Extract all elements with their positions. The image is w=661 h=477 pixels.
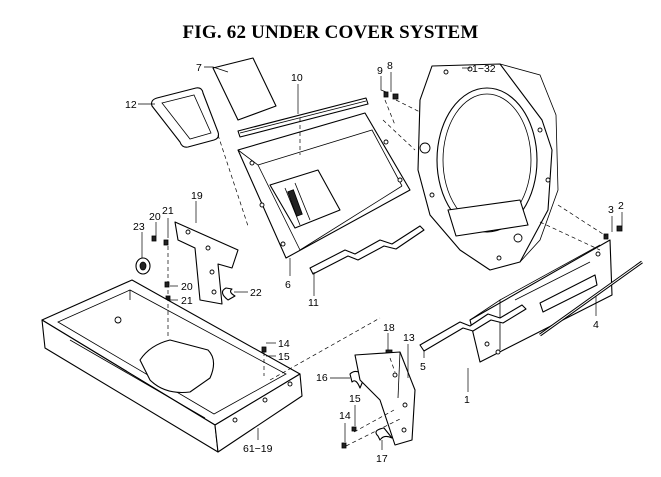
callout-12: 12 <box>125 99 137 111</box>
part-rubber-strip-11 <box>309 225 425 275</box>
callout-10: 10 <box>291 72 303 84</box>
part-rod-1 <box>539 260 643 337</box>
callout-9: 9 <box>377 65 383 77</box>
part-rubber-strip-10 <box>237 97 369 138</box>
callout-14a: 14 <box>278 338 290 350</box>
callout-17: 17 <box>376 453 388 465</box>
callout-22: 22 <box>250 287 262 299</box>
callout-21b: 21 <box>181 295 193 307</box>
part-under-cover-6 <box>237 112 411 259</box>
part-fan-shroud-1-32 <box>417 63 559 271</box>
part-side-cover-4 <box>469 239 613 363</box>
callout-23: 23 <box>133 221 145 233</box>
callout-13: 13 <box>403 332 415 344</box>
dashed-alignment-lines <box>167 99 607 447</box>
callout-6: 6 <box>285 279 291 291</box>
part-grommet-23 <box>135 257 151 275</box>
callout-1: 1 <box>464 394 470 406</box>
part-bracket-13 <box>354 351 416 446</box>
part-clips <box>221 287 393 441</box>
callout-4: 4 <box>593 319 599 331</box>
callout-20a: 20 <box>149 211 161 223</box>
part-seal-plate-7 <box>212 57 277 121</box>
callout-3: 3 <box>608 204 614 216</box>
part-seal-strip-5 <box>419 304 527 352</box>
figure-title: FIG. 62 UNDER COVER SYSTEM <box>182 22 479 43</box>
callout-14b: 14 <box>339 410 351 422</box>
callout-8: 8 <box>387 60 393 72</box>
callout-61-19: 61−19 <box>243 443 273 455</box>
part-bracket-19 <box>174 221 239 305</box>
callout-19: 19 <box>191 190 203 202</box>
callout-2: 2 <box>618 200 624 212</box>
callout-21a: 21 <box>162 205 174 217</box>
callout-16: 16 <box>316 372 328 384</box>
callout-7: 7 <box>196 62 202 74</box>
callout-1-32: 1−32 <box>472 63 496 75</box>
callout-labels: 7 10 9 8 1−32 12 19 21 20 23 20 21 22 6 … <box>125 60 624 465</box>
callout-15b: 15 <box>349 393 361 405</box>
callout-11: 11 <box>308 297 319 309</box>
callout-15a: 15 <box>278 351 290 363</box>
part-bottom-tray-61-19 <box>41 279 303 453</box>
callout-20b: 20 <box>181 281 193 293</box>
part-handle-frame-12 <box>151 87 220 148</box>
leader-lines <box>138 66 623 450</box>
callout-18: 18 <box>383 322 395 334</box>
callout-5: 5 <box>420 361 426 373</box>
